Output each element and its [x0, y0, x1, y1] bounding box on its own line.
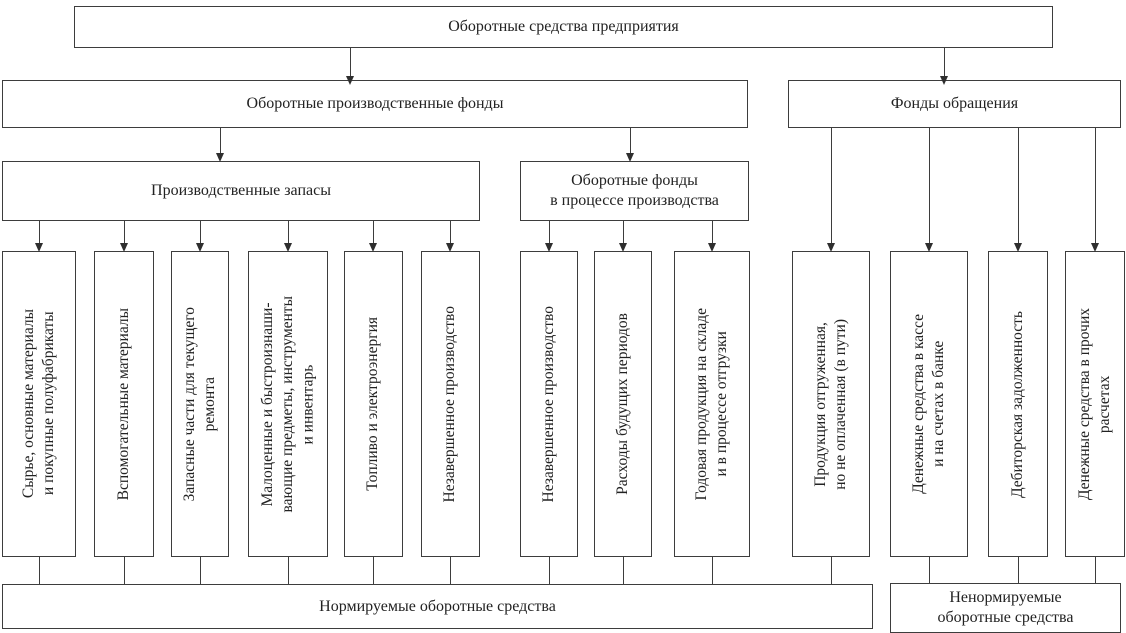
arrow-down-icon	[925, 243, 933, 252]
column-shipped-products: Продукция отгруженная, но не оплаченная …	[792, 251, 870, 557]
arrow-down-icon	[1014, 243, 1022, 252]
box-normed-label: Нормируемые оборотные средства	[319, 597, 556, 615]
connector-line	[712, 557, 713, 584]
box-non-normed-label: Ненормируемые оборотные средства	[937, 589, 1074, 626]
connector-line	[373, 221, 374, 243]
arrow-down-icon	[1091, 243, 1099, 252]
column-cash-bank-label: Денежные средства в кассе и на счетах в …	[909, 314, 947, 494]
box-funds-in-production: Оборотные фонды в процессе производства	[520, 161, 749, 221]
connector-line	[929, 557, 930, 583]
connector-line	[1018, 557, 1019, 583]
connector-line	[450, 221, 451, 243]
column-deferred-expenses: Расходы будущих периодов	[594, 251, 652, 557]
connector-line	[944, 48, 945, 76]
connector-line	[200, 557, 201, 584]
connector-line	[39, 221, 40, 243]
arrow-down-icon	[346, 76, 354, 85]
column-work-in-progress-2: Незавершенное производство	[520, 251, 578, 557]
arrow-down-icon	[196, 243, 204, 252]
box-production-stocks-label: Производственные запасы	[151, 182, 331, 199]
arrow-down-icon	[626, 153, 634, 162]
connector-line	[549, 221, 550, 243]
connector-line	[1095, 128, 1096, 243]
column-fuel-electricity: Топливо и электроэнергия	[344, 251, 403, 557]
box-working-capital: Оборотные средства предприятия	[74, 6, 1053, 48]
box-funds-in-production-label: Оборотные фонды в процессе производства	[550, 172, 719, 209]
connector-line	[630, 128, 631, 153]
column-spare-parts-label: Запасные части для текущего ремонта	[180, 306, 218, 502]
box-production-funds: Оборотные производственные фонды	[2, 80, 748, 128]
column-auxiliary-materials-label: Вспомогательные материалы	[114, 307, 132, 501]
column-cash-bank: Денежные средства в кассе и на счетах в …	[890, 251, 968, 557]
column-cash-other-label: Денежные средства в прочих расчетах	[1075, 307, 1113, 501]
arrow-down-icon	[708, 243, 716, 252]
connector-line	[831, 557, 832, 584]
column-deferred-expenses-label: Расходы будущих периодов	[613, 313, 631, 495]
arrow-down-icon	[940, 76, 948, 85]
arrow-down-icon	[35, 243, 43, 252]
connector-line	[124, 221, 125, 243]
connector-line	[39, 557, 40, 584]
column-work-in-progress-2-label: Незавершенное производство	[539, 305, 557, 503]
box-working-capital-label: Оборотные средства предприятия	[448, 18, 679, 35]
column-raw-materials: Сырье, основные материалы и покупные пол…	[2, 251, 76, 557]
connector-line	[124, 557, 125, 584]
box-production-stocks: Производственные запасы	[2, 161, 480, 221]
connector-line	[288, 221, 289, 243]
connector-line	[929, 128, 930, 243]
column-work-in-progress-1: Незавершенное производство	[421, 251, 480, 557]
connector-line	[373, 557, 374, 584]
arrow-down-icon	[827, 243, 835, 252]
connector-line	[623, 557, 624, 584]
connector-line	[1095, 557, 1096, 583]
connector-line	[220, 128, 221, 153]
column-work-in-progress-1-label: Незавершенное производство	[441, 305, 459, 503]
box-non-normed: Ненормируемые оборотные средства	[890, 583, 1121, 633]
connector-line	[623, 221, 624, 243]
column-fuel-electricity-label: Топливо и электроэнергия	[364, 317, 382, 491]
box-production-funds-label: Оборотные производственные фонды	[246, 95, 504, 112]
box-circulation-funds-label: Фонды обращения	[890, 95, 1019, 112]
column-auxiliary-materials: Вспомогательные материалы	[94, 251, 154, 557]
connector-line	[549, 557, 550, 584]
column-receivables: Дебиторская задолженность	[988, 251, 1048, 557]
connector-line	[1018, 128, 1019, 243]
arrow-down-icon	[216, 153, 224, 162]
arrow-down-icon	[120, 243, 128, 252]
column-spare-parts: Запасные части для текущего ремонта	[171, 251, 229, 557]
connector-line	[350, 48, 351, 76]
arrow-down-icon	[369, 243, 377, 252]
column-low-value-items-label: Малоценные и быстроизнаши- вающие предме…	[258, 295, 317, 513]
arrow-down-icon	[545, 243, 553, 252]
arrow-down-icon	[446, 243, 454, 252]
column-receivables-label: Дебиторская задолженность	[1008, 310, 1026, 498]
connector-line	[200, 221, 201, 243]
column-shipped-products-label: Продукция отгруженная, но не оплаченная …	[811, 318, 849, 490]
connector-line	[450, 557, 451, 584]
connector-line	[712, 221, 713, 243]
box-circulation-funds: Фонды обращения	[788, 80, 1121, 128]
connector-line	[288, 557, 289, 584]
column-finished-goods: Годовая продукция на складе и в процессе…	[674, 251, 750, 557]
connector-line	[831, 128, 832, 243]
box-normed: Нормируемые оборотные средства	[2, 584, 873, 629]
column-finished-goods-label: Годовая продукция на складе и в процессе…	[692, 307, 730, 501]
arrow-down-icon	[284, 243, 292, 252]
column-raw-materials-label: Сырье, основные материалы и покупные пол…	[19, 309, 57, 499]
column-cash-other: Денежные средства в прочих расчетах	[1065, 251, 1125, 557]
arrow-down-icon	[619, 243, 627, 252]
column-low-value-items: Малоценные и быстроизнаши- вающие предме…	[248, 251, 328, 557]
